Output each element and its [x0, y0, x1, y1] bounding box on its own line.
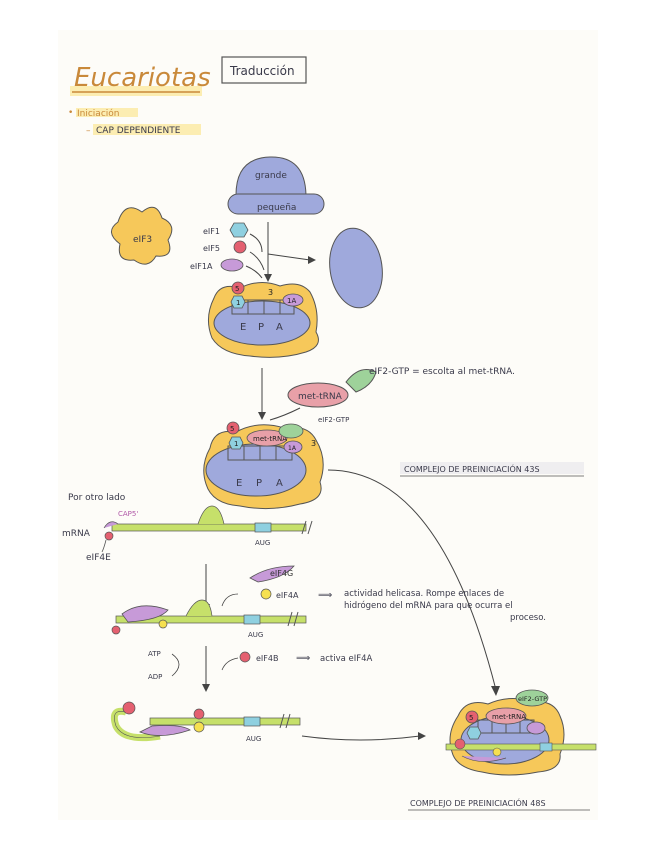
eif4b-label: eIF4B	[256, 654, 278, 663]
eif2-gtp-note: eIF2-GTP = escolta al met-tRNA.	[369, 367, 515, 377]
mrna-48s	[446, 744, 596, 750]
mrna-hairpin-2	[186, 600, 212, 616]
site-a: A	[276, 322, 283, 333]
large-subunit-label: grande	[255, 171, 287, 181]
helicase-note-3: proceso.	[510, 613, 546, 623]
adp-label: ADP	[148, 673, 162, 681]
eif1a-icon	[221, 259, 243, 271]
eif4b-note: activa eIF4A	[320, 654, 373, 664]
cap5-label: CAP5'	[118, 510, 138, 518]
eif1a-label: eIF1A	[190, 262, 213, 271]
svg-text:1A: 1A	[287, 297, 296, 305]
eif4g-label: eIF4G	[270, 569, 293, 578]
eif2-43s	[279, 424, 303, 438]
eif4b-icon	[240, 652, 250, 662]
svg-text:⟹: ⟹	[318, 590, 332, 601]
aug-48s	[540, 743, 552, 751]
other-side-label: Por otro lado	[68, 493, 126, 503]
eif1-48s	[467, 727, 481, 739]
eif5-label: eIF5	[203, 244, 220, 253]
svg-text:met-tRNA: met-tRNA	[492, 713, 526, 721]
mrna-strand-3	[150, 718, 300, 725]
eif4g-bound-3	[140, 726, 190, 736]
complex-48s-label: COMPLEJO DE PREINICIACIÓN 48S	[410, 797, 546, 808]
helicase-note-2: hidrógeno del mRNA para que ocurra el	[344, 600, 513, 611]
eif3-bound-label: 3	[268, 288, 273, 297]
met-trna-label: met-tRNA	[298, 392, 343, 402]
tag-label: Traducción	[229, 64, 295, 78]
mrna-strand-1	[112, 524, 306, 531]
aug-codon-3	[244, 717, 260, 726]
svg-text:1: 1	[236, 299, 240, 307]
svg-text:eIF2-GTP: eIF2-GTP	[518, 695, 547, 703]
bullet-dash: –	[86, 126, 91, 136]
atp-label: ATP	[148, 650, 161, 658]
svg-text:AUG: AUG	[246, 735, 261, 743]
helicase-note-1: actividad helicasa. Rompe enlaces de	[344, 589, 504, 599]
arrow-head	[264, 274, 272, 282]
svg-text:5: 5	[235, 285, 239, 293]
svg-text:AUG: AUG	[255, 539, 270, 547]
eif4e-bound-2	[112, 626, 120, 634]
complex-43s-label: COMPLEJO DE PREINICIACIÓN 43S	[404, 463, 540, 474]
eif1-label: eIF1	[203, 227, 220, 236]
aug-codon-1	[255, 523, 271, 532]
svg-text:A: A	[276, 478, 283, 489]
eif4b-bound-3	[194, 709, 204, 719]
eif4a-bound-2	[159, 620, 167, 628]
svg-text:E: E	[236, 478, 242, 489]
mrna-label: mRNA	[62, 529, 91, 539]
free-large-subunit	[325, 225, 388, 311]
mrna-hairpin-1	[198, 506, 224, 524]
eif4e-label: eIF4E	[86, 553, 111, 563]
svg-text:5: 5	[469, 714, 473, 722]
bullet-cap-dependiente: CAP DEPENDIENTE	[96, 126, 181, 136]
eif1a-48s	[527, 722, 545, 734]
bullet-iniciacion: Iniciación	[77, 108, 119, 119]
svg-text:P: P	[256, 478, 262, 489]
page-title: Eucariotas	[74, 63, 211, 93]
eif4a-48s	[493, 748, 501, 756]
site-p: P	[258, 322, 264, 333]
svg-text:⟹: ⟹	[296, 653, 310, 664]
svg-text:5: 5	[230, 425, 234, 433]
svg-text:3: 3	[311, 439, 316, 448]
svg-text:1: 1	[234, 440, 238, 448]
arrow-to-48s-2	[302, 736, 420, 740]
eif3-label: eIF3	[133, 235, 152, 245]
eif2-gtp-small-label: eIF2-GTP	[318, 416, 349, 424]
arrow	[250, 234, 262, 252]
site-e: E	[240, 322, 246, 333]
eif4a-label: eIF4A	[276, 591, 299, 600]
eif4e-bound-3	[123, 702, 135, 714]
svg-text:met-tRNA: met-tRNA	[253, 435, 287, 443]
eif5-icon	[234, 241, 246, 253]
svg-text:AUG: AUG	[248, 631, 263, 639]
eif4e-icon	[105, 532, 113, 540]
bullet-dot: •	[68, 108, 73, 118]
eif4e-48s	[455, 739, 465, 749]
eif4a-icon	[261, 589, 271, 599]
svg-text:1A: 1A	[288, 445, 297, 452]
eif1-icon	[230, 223, 248, 237]
small-subunit-label: pequeña	[257, 203, 296, 213]
eif4a-bound-3	[194, 722, 204, 732]
aug-codon-2	[244, 615, 260, 624]
